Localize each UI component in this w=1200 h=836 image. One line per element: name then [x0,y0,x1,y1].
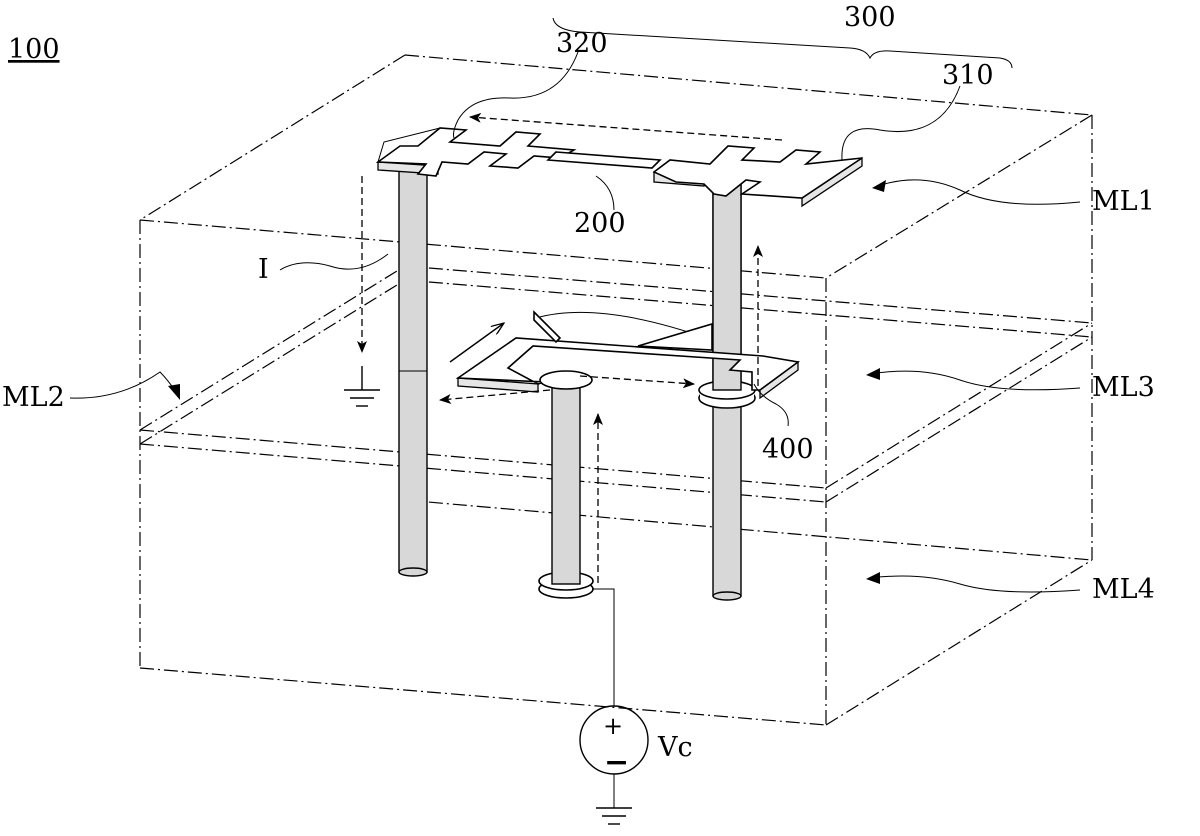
trace-400 [455,337,800,400]
leader-arrow-ml3 [866,368,880,380]
label-400: 400 [762,434,814,465]
leaders [69,17,1081,593]
label-310: 310 [942,60,994,91]
current-arrows [357,112,783,583]
layer-ml2 [139,265,1093,503]
leader-arrow-ml1 [872,180,886,192]
label-fig-ref: 100 [8,34,60,65]
label-ml1: ML1 [1092,186,1155,217]
via-center [538,377,594,599]
vc-source [579,588,649,808]
label-320: 320 [556,28,608,59]
label-200: 200 [574,208,626,239]
label-ml4: ML4 [1092,574,1155,605]
label-ml3: ML3 [1092,372,1155,403]
multilayer-box [139,54,1093,726]
leader-arrow-ml4 [866,572,880,584]
leader-arrow-ml2 [168,384,180,400]
label-minus: − [604,745,629,780]
label-vc: Vc [657,732,693,763]
via-left [398,167,428,577]
label-ml2: ML2 [2,382,65,413]
ml3-wedge [533,310,562,344]
ground-left-icon [344,366,380,407]
ml3-wedge-2 [637,322,713,351]
label-plus: + [603,712,623,740]
via-right [698,177,756,601]
top-metal-300 [375,127,863,208]
ground-bottom-icon [596,807,632,825]
label-300: 300 [844,2,896,33]
label-current: I [258,254,269,285]
